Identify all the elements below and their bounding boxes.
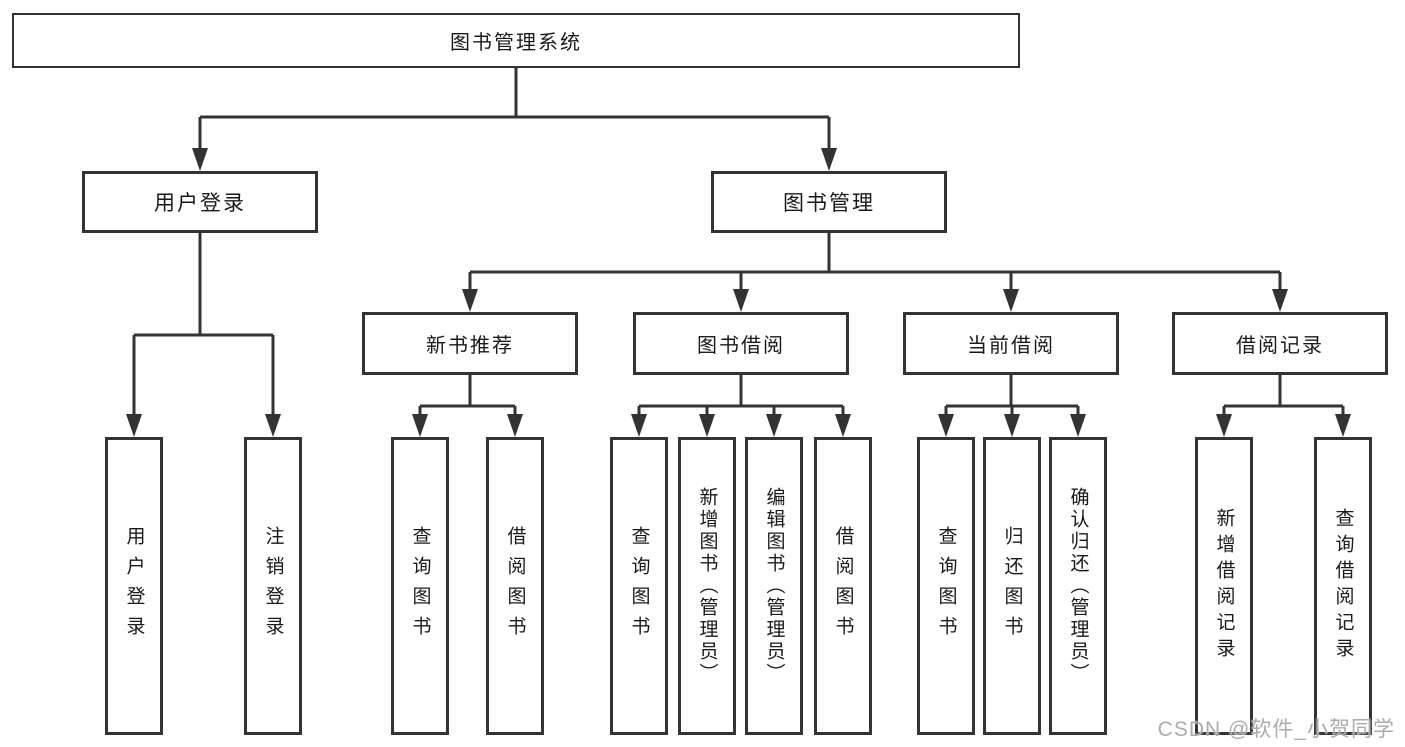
node-label: 注销登录 <box>262 526 284 646</box>
node-label: 新书推荐 <box>426 335 514 357</box>
node-label: 借阅图书 <box>504 526 526 646</box>
node-label: 查询图书 <box>409 526 431 646</box>
node-label: 图书管理 <box>783 192 875 215</box>
csdn-watermark: CSDN @软件_小贺同学 <box>1157 718 1395 741</box>
leaf-user-login: 用户登录 <box>105 437 163 735</box>
leaf-return-book: 归还图书 <box>983 437 1041 735</box>
node-root-library-system: 图书管理系统 <box>12 13 1020 68</box>
node-label: 当前借阅 <box>967 335 1055 357</box>
leaf-query-borrow-record: 查询借阅记录 <box>1314 437 1372 735</box>
node-label: 借阅记录 <box>1236 335 1324 357</box>
leaf-borrow-books-borrowing: 借阅图书 <box>814 437 872 735</box>
leaf-logout: 注销登录 <box>244 437 302 735</box>
node-borrowing-records: 借阅记录 <box>1172 312 1388 375</box>
node-label: 查询图书 <box>935 526 957 646</box>
arrowheads <box>126 148 1351 437</box>
node-label: 借阅图书 <box>832 526 854 646</box>
node-label: 确认归还（管理员） <box>1067 487 1089 685</box>
node-label: 归还图书 <box>1001 526 1023 646</box>
node-label: 图书借阅 <box>697 335 785 357</box>
leaf-add-book-admin: 新增图书（管理员） <box>678 437 736 735</box>
node-label: 编辑图书（管理员） <box>763 487 785 685</box>
leaf-borrow-books-recommend: 借阅图书 <box>486 437 544 735</box>
node-label: 用户登录 <box>123 526 145 646</box>
leaf-query-books-current: 查询图书 <box>917 437 975 735</box>
leaf-query-books-recommend: 查询图书 <box>391 437 449 735</box>
node-label: 查询借阅记录 <box>1332 508 1354 664</box>
node-current-borrowing: 当前借阅 <box>903 312 1119 375</box>
node-label: 用户登录 <box>154 192 246 215</box>
node-book-management: 图书管理 <box>711 171 947 233</box>
leaf-edit-book-admin: 编辑图书（管理员） <box>745 437 803 735</box>
leaf-query-books-borrowing: 查询图书 <box>610 437 668 735</box>
node-label: 图书管理系统 <box>450 32 582 54</box>
node-label: 新增借阅记录 <box>1213 508 1235 664</box>
node-user-login: 用户登录 <box>82 171 318 233</box>
node-label: 新增图书（管理员） <box>696 487 718 685</box>
node-book-borrowing: 图书借阅 <box>633 312 849 375</box>
leaf-add-borrow-record: 新增借阅记录 <box>1195 437 1253 735</box>
node-label: 查询图书 <box>628 526 650 646</box>
node-new-book-recommendation: 新书推荐 <box>362 312 578 375</box>
leaf-confirm-return-admin: 确认归还（管理员） <box>1049 437 1107 735</box>
